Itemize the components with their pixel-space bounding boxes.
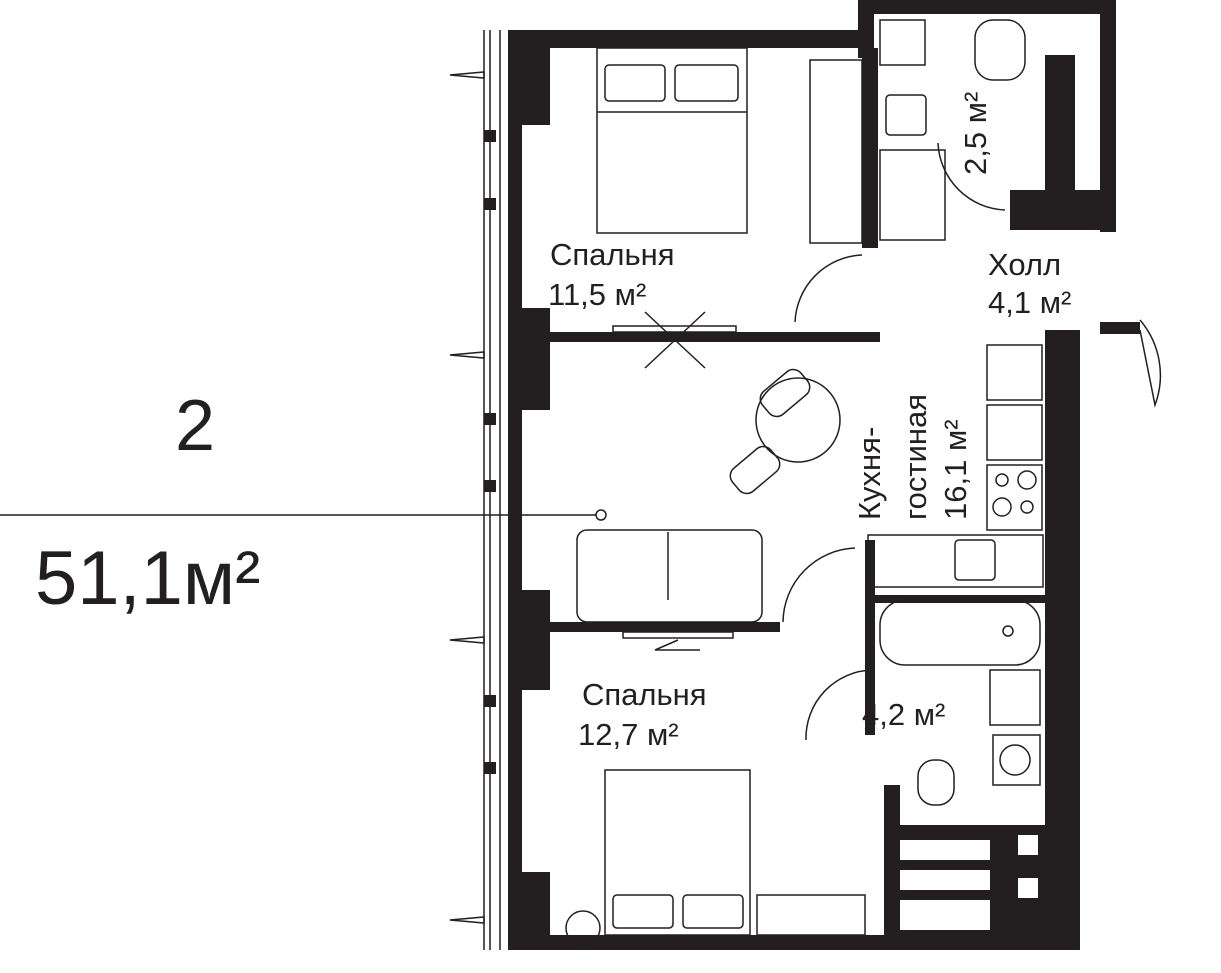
hall-area: 4,1 м² (988, 285, 1072, 320)
bedroom2-name: Спальня (582, 677, 707, 712)
rooms-count: 2 (175, 386, 216, 466)
stove-icon (986, 464, 1043, 531)
bed-icon-2 (604, 769, 751, 936)
kitchen-area: 16,1 м² (938, 419, 973, 520)
furniture (0, 19, 1162, 946)
toilet-icon (917, 759, 955, 806)
bathtub-icon (879, 599, 1041, 666)
walls (508, 0, 1140, 950)
wardrobe-icon (809, 59, 863, 244)
bedroom1-name: Спальня (550, 237, 675, 272)
kitchen-name: Кухня- (852, 426, 887, 520)
shaft-openings (900, 835, 1038, 930)
table-icon (755, 377, 841, 463)
window-mullions (484, 130, 496, 774)
entrance-door-icon (1139, 319, 1162, 408)
bed-icon (596, 47, 748, 234)
sofa-icon (576, 529, 763, 623)
bathroom-area: 4,2 м² (862, 697, 946, 732)
hall-name: Холл (988, 247, 1062, 282)
total-area: 51,1м² (35, 536, 261, 621)
toilet-area: 2,5 м² (958, 91, 993, 175)
kitchen-name-2: гостиная (898, 393, 933, 520)
bedroom1-area: 11,5 м² (548, 277, 647, 312)
bedroom2-area: 12,7 м² (578, 717, 679, 752)
door-swing-icon (794, 254, 863, 323)
